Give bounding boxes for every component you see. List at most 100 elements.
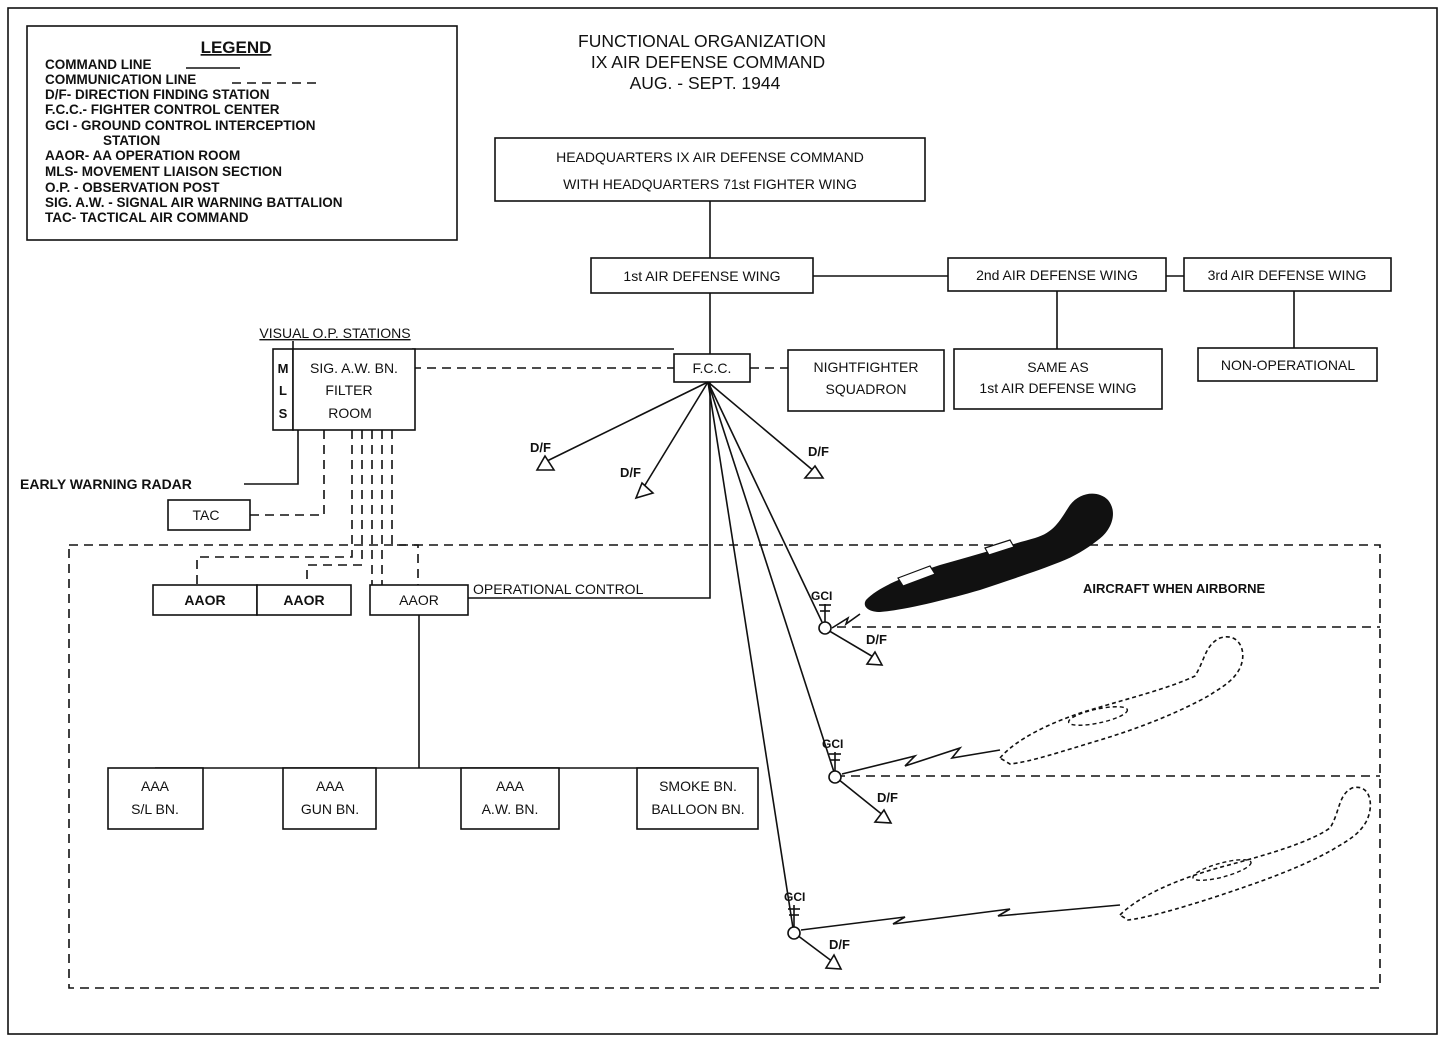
aaor-box (369, 584, 469, 616)
title-line-1: FUNCTIONAL ORGANIZATION (578, 31, 826, 51)
gci-label: GCI (822, 737, 843, 751)
df-station-icon (873, 808, 893, 824)
communication-line (250, 430, 325, 516)
early-warning-radar-label: EARLY WARNING RADAR (20, 476, 192, 492)
battalion-line-2: A.W. BN. (482, 801, 539, 817)
gci-label: GCI (784, 890, 805, 904)
command-line (244, 430, 299, 485)
nightfighter-squadron-box (787, 349, 945, 412)
aircraft-outline-icon (1118, 786, 1372, 921)
aaor-label: AAOR (283, 592, 324, 608)
legend-item: MLS- MOVEMENT LIAISON SECTION (45, 164, 282, 179)
nightfighter-line-2: SQUADRON (826, 381, 907, 397)
aircraft-outline-icon (998, 636, 1244, 765)
df-station-icon (865, 650, 884, 666)
df-stations: D/F D/F D/F D/F D/F D/F (530, 440, 898, 970)
communication-line (391, 430, 419, 585)
second-wing-label: 2nd AIR DEFENSE WING (976, 267, 1138, 283)
legend-item: GCI - GROUND CONTROL INTERCEPTION (45, 118, 316, 133)
command-line (837, 778, 885, 817)
battalion-boxes: AAA S/L BN. AAA GUN BN. AAA A.W. BN. SMO… (107, 767, 759, 830)
legend-heading: LEGEND (201, 38, 272, 57)
mls-letter: M (278, 361, 289, 376)
command-line (544, 381, 709, 463)
mls-letter: S (279, 406, 288, 421)
battalion-line-2: BALLOON BN. (651, 801, 744, 817)
area-enclosure (68, 544, 1381, 989)
fcc-label: F.C.C. (693, 360, 732, 376)
legend-item: SIG. A.W. - SIGNAL AIR WARNING BATTALION (45, 195, 343, 210)
tac-label: TAC (193, 507, 220, 523)
legend: LEGEND COMMAND LINE COMMUNICATION LINE D… (26, 25, 458, 241)
third-air-defense-wing-box (1183, 257, 1392, 292)
df-station-icon (803, 464, 825, 479)
command-line (707, 381, 835, 773)
battalion-line-1: SMOKE BN. (659, 778, 737, 794)
battalion-box (460, 767, 560, 830)
df-station-icon (824, 953, 843, 970)
title-line-2: IX AIR DEFENSE COMMAND (591, 52, 825, 72)
page-border (7, 7, 1438, 1035)
battalion-box (636, 767, 759, 830)
legend-item: AAOR- AA OPERATION ROOM (45, 148, 240, 163)
df-label: D/F (808, 444, 829, 459)
command-line (707, 381, 794, 929)
legend-item: D/F- DIRECTION FINDING STATION (45, 87, 269, 102)
communication-line (196, 430, 353, 585)
battalion-line-1: AAA (316, 778, 345, 794)
command-line (825, 628, 876, 659)
command-line (468, 382, 711, 599)
operational-control-label: OPERATIONAL CONTROL (473, 581, 644, 597)
aaor-label: AAOR (399, 592, 439, 608)
nightfighter-line-1: NIGHTFIGHTER (814, 359, 919, 375)
command-line (707, 381, 823, 623)
legend-item: COMMUNICATION LINE (45, 72, 196, 87)
battalion-box (282, 767, 377, 830)
communication-line (306, 430, 363, 585)
non-operational-box (1197, 347, 1378, 382)
df-station-icon (535, 454, 556, 471)
df-label: D/F (829, 937, 850, 952)
aircraft-silhouettes: AIRCRAFT WHEN AIRBORNE (864, 493, 1372, 921)
command-line (707, 381, 816, 473)
hq-line-2: WITH HEADQUARTERS 71st FIGHTER WING (563, 176, 857, 192)
aaor-box (256, 584, 352, 616)
fcc-radiating-lines (544, 381, 835, 929)
battalion-line-2: S/L BN. (131, 801, 179, 817)
first-wing-label: 1st AIR DEFENSE WING (623, 268, 780, 284)
first-air-defense-wing-box (590, 257, 814, 294)
battalion-line-1: AAA (496, 778, 525, 794)
second-wing-detail-line-2: 1st AIR DEFENSE WING (979, 380, 1136, 396)
headquarters-box (494, 137, 926, 202)
second-wing-detail-line-1: SAME AS (1027, 359, 1088, 375)
title-line-3: AUG. - SEPT. 1944 (630, 73, 781, 93)
mls-letter: L (279, 383, 287, 398)
aircraft-label: AIRCRAFT WHEN AIRBORNE (1083, 581, 1266, 596)
gci-station-icon (787, 926, 801, 940)
non-operational-label: NON-OPERATIONAL (1221, 357, 1356, 373)
battalion-line-2: GUN BN. (301, 801, 359, 817)
filter-room-line-1: SIG. A.W. BN. (310, 360, 398, 376)
filter-room-line-3: ROOM (328, 405, 372, 421)
radio-link (831, 613, 861, 629)
legend-item: STATION (103, 133, 160, 148)
df-label: D/F (866, 632, 887, 647)
visual-op-stations-label: VISUAL O.P. STATIONS (259, 325, 410, 341)
legend-item: O.P. - OBSERVATION POST (45, 180, 220, 195)
second-air-defense-wing-box (947, 257, 1167, 292)
battalion-line-1: AAA (141, 778, 170, 794)
legend-item: COMMAND LINE (45, 57, 152, 72)
aaor-label: AAOR (184, 592, 225, 608)
radio-link (841, 746, 1001, 775)
battalion-box (107, 767, 204, 830)
filter-room-line-2: FILTER (325, 382, 372, 398)
df-label: D/F (877, 790, 898, 805)
legend-item: TAC- TACTICAL AIR COMMAND (45, 210, 249, 225)
gci-station-icon (828, 770, 842, 784)
hq-line-1: HEADQUARTERS IX AIR DEFENSE COMMAND (556, 149, 864, 165)
second-wing-detail-box (953, 348, 1163, 410)
legend-item: F.C.C.- FIGHTER CONTROL CENTER (45, 102, 280, 117)
command-line (641, 381, 709, 491)
